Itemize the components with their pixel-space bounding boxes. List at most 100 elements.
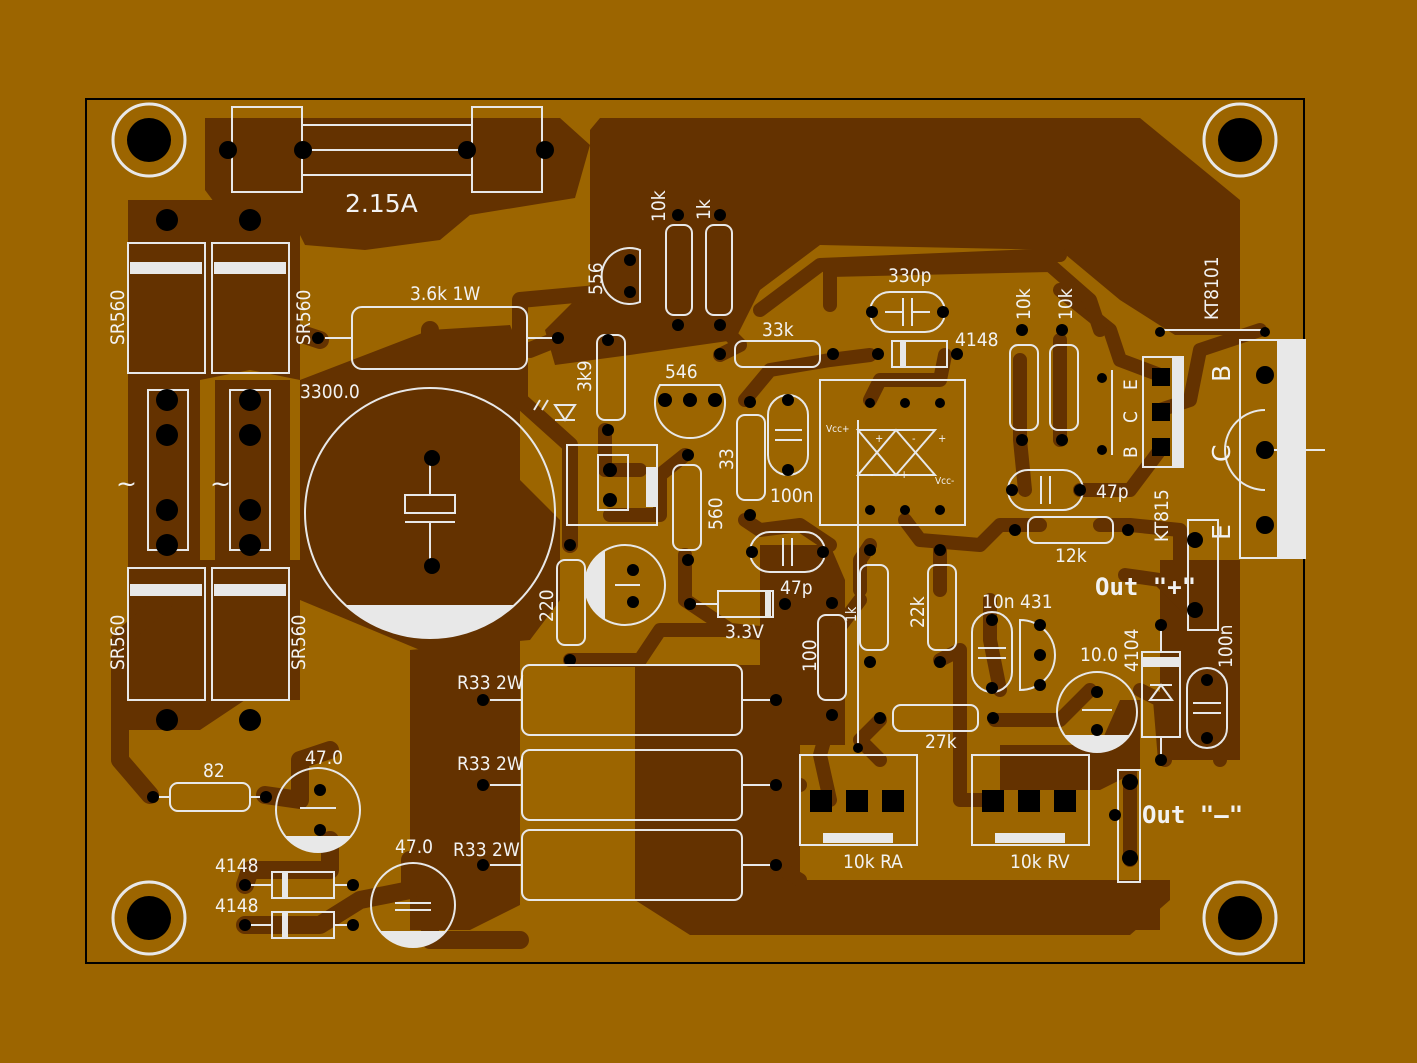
d4148-c-label: 4148 [955, 329, 999, 351]
d4148-a-label: 4148 [215, 855, 259, 877]
r-10k-b-label: 10k [1013, 288, 1035, 320]
fuse-label: 2.15A [345, 189, 418, 218]
ac-input-connectors: ~ ~ [116, 389, 271, 556]
q431-label: 431 [1020, 591, 1053, 613]
q556-label: 556 [585, 262, 607, 295]
resistor-220: 220 [536, 539, 586, 666]
r-220-label: 220 [536, 589, 558, 622]
fuse-holder: 2.15A [219, 106, 554, 218]
capacitor-47p-a [746, 531, 829, 573]
ac1-label: ~ [116, 469, 137, 498]
c-47p-b-label: 47p [1096, 481, 1129, 503]
capacitor-10n: 10n [971, 591, 1015, 694]
rectifier-diodes: SR560 SR560 SR560 SR560 [107, 209, 315, 731]
diode-tr-label: SR560 [293, 290, 315, 345]
r-12k-label: 12k [1055, 545, 1087, 567]
resistor-22k: 22k [907, 544, 957, 668]
c-330p-label: 330p [888, 265, 931, 287]
potentiometer-rv: 10k RV [971, 754, 1090, 873]
pot-ra-label: 10k RA [843, 851, 903, 873]
cap-main-label: 3300.0 [300, 381, 360, 403]
plus-b-label: + [938, 432, 946, 445]
diode-4104: 4104 [1121, 619, 1181, 766]
mount-hole-bl [111, 880, 187, 956]
misc-pads [853, 373, 1107, 753]
potentiometer-ra: 10k RA [799, 754, 918, 873]
resistor-r33-c: R33 2W [453, 829, 782, 901]
transistor-556: 556 [585, 247, 641, 305]
output-minus-connector: Out "–" [1109, 769, 1243, 883]
r-33k-label: 33k [762, 319, 794, 341]
transistor-kt8101: B C E KT8101 [1155, 256, 1325, 559]
r-82-label: 82 [203, 760, 225, 782]
r-3k6-label: 3.6k 1W [410, 283, 480, 305]
vcc-plus-label: Vcc+ [826, 424, 850, 435]
r-10k-c-label: 10k [1055, 288, 1077, 320]
main-capacitor: 3300.0 [300, 381, 556, 639]
resistor-10k-a: 10k [648, 190, 693, 331]
mount-hole-br [1202, 880, 1278, 956]
resistor-10k-b: 10k [1009, 288, 1039, 446]
resistor-r33-a: R33 2W [457, 664, 782, 736]
resistor-12k: 12k [1009, 516, 1134, 567]
resistor-1k-b: 1k 100 [799, 597, 860, 721]
r-1k-b-label: 1k [844, 606, 860, 622]
ac2-label: ~ [210, 469, 231, 498]
pin-b-small-label: B [1120, 446, 1142, 458]
minus-a-label: - [912, 432, 916, 445]
out-plus-label: Out "+" [1095, 573, 1196, 601]
opamp-ic: Vcc+ Vcc- + + + - - [819, 379, 966, 750]
cap-10-label: 10.0 [1080, 644, 1118, 666]
r-27k-label: 27k [925, 731, 957, 753]
resistor-27k: 27k [874, 704, 999, 753]
mount-hole-tl [111, 102, 187, 178]
capacitor-47p-b: 47p [1006, 469, 1129, 511]
d4148-b-label: 4148 [215, 895, 259, 917]
capacitor-47-a: 47.0 [275, 747, 361, 853]
transistor-kt815: E C B KT815 [1111, 356, 1184, 542]
mount-hole-tr [1202, 102, 1278, 178]
diode-tl-label: SR560 [107, 290, 129, 345]
c-47p-a-label: 47p [780, 577, 813, 599]
capacitor-10: 10.0 [1056, 644, 1138, 753]
minus-b-label: - [870, 468, 874, 481]
r33-c-label: R33 2W [453, 839, 520, 861]
capacitor-47-b: 47.0 [370, 836, 456, 948]
r-22k-label: 22k [907, 596, 929, 628]
resistor-82: 82 [147, 760, 272, 812]
resistor-r33-b: R33 2W [457, 749, 782, 821]
pot-rv-label: 10k RV [1010, 851, 1070, 873]
output-plus-connector: Out "+" [1095, 519, 1219, 631]
mounting-holes [111, 102, 1278, 956]
r-10k-a-label: 10k [648, 190, 670, 222]
pin-c-big-label: C [1207, 445, 1236, 462]
diode-4148-a: 4148 [215, 855, 359, 899]
pin-e-big-label: E [1207, 524, 1236, 540]
resistor-1k-a: 1k [693, 199, 733, 331]
r-3k9-label: 3k9 [574, 360, 596, 392]
resistor-mid-a [859, 544, 889, 668]
resistor-10k-c: 10k [1049, 288, 1079, 446]
r-100-label: 100 [799, 639, 821, 672]
resistor-3k6: 3.6k 1W [312, 283, 564, 370]
c-100n-a-label: 100n [770, 485, 813, 507]
capacitor-330p: 330p [866, 265, 949, 333]
diode-4148-c: 4148 [872, 329, 999, 368]
r-560-label: 560 [705, 497, 727, 530]
led [533, 399, 658, 526]
pin-e-small-label: E [1120, 379, 1142, 390]
reference-431: 431 [1019, 591, 1056, 692]
c-100n-b-label: 100n [1215, 625, 1237, 668]
c-10n-label: 10n [982, 591, 1015, 613]
plus-a-label: + [875, 432, 883, 445]
capacitor-100n-a: 100n [767, 394, 813, 507]
r-1k-a-label: 1k [693, 199, 715, 220]
pin-b-big-label: B [1207, 365, 1236, 382]
diode-4148-b: 4148 [215, 895, 359, 939]
diode-bl-label: SR560 [107, 615, 129, 670]
d4104-label: 4104 [1121, 629, 1143, 673]
r33-a-label: R33 2W [457, 672, 524, 694]
r33-b-label: R33 2W [457, 753, 524, 775]
